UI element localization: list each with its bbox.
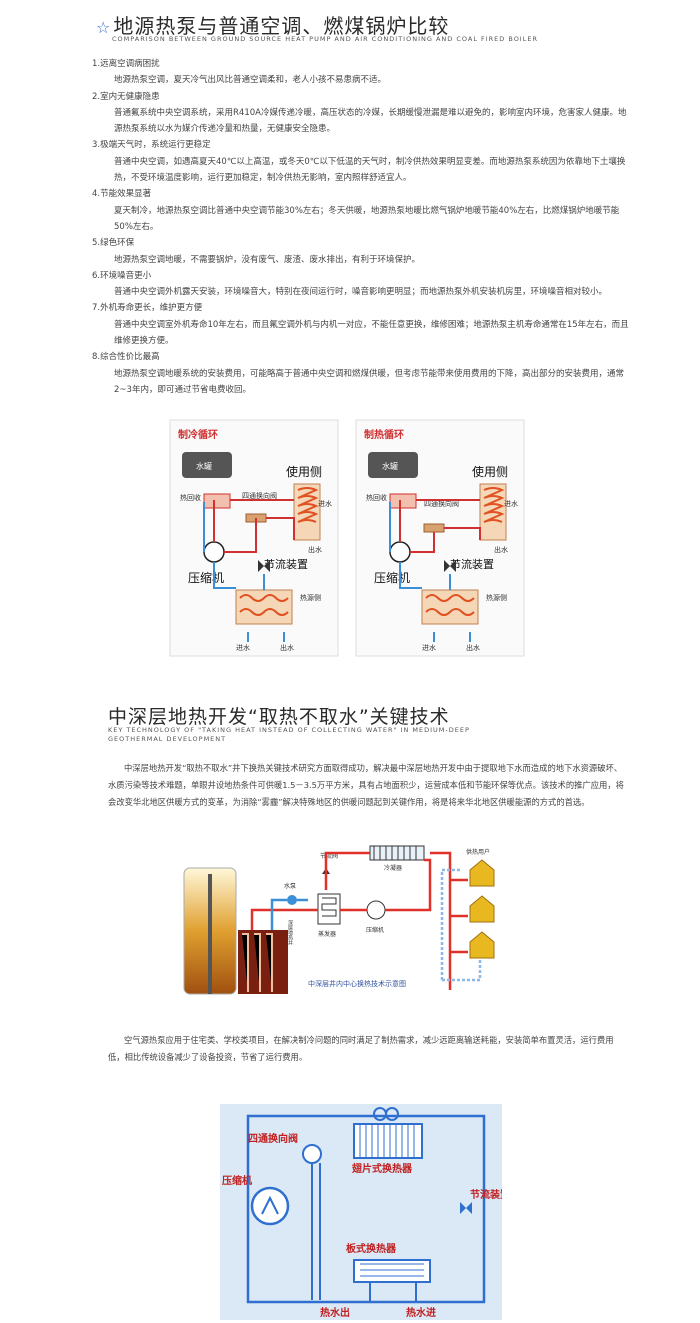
svg-text:进水: 进水 (318, 499, 332, 508)
throttle-valve-icon (258, 560, 270, 572)
diagram-caption: 中深层井内中心换热技术示意图 (308, 979, 406, 988)
heat-recovery-coil-icon (203, 493, 231, 509)
air-source-heat-pump-diagram: 翅片式换热器 四通换向阀 压缩机 节流装置 板式换热器 热水出 热水进 (220, 1104, 502, 1320)
svg-text:进水: 进水 (236, 643, 250, 652)
valve-label: 四通换向阀 (248, 1132, 298, 1145)
evaporator-label: 蒸发器 (318, 930, 336, 938)
star-icon: ☆ (96, 18, 112, 37)
four-way-valve-icon (423, 523, 445, 533)
svg-text:出水: 出水 (494, 545, 508, 554)
heat-pump-cycle-diagram: 制冷循环 水罐 热回收 四通换向阀 使用侧 进水 出水 压缩机 节流装置 热源侧… (169, 419, 525, 657)
user-side-label: 使用侧 (472, 464, 508, 479)
throttle-valve-icon (444, 560, 456, 572)
list-item: 6.环境噪音更小普通中央空调外机露天安装，环境噪音大，特别在夜间运行时，噪音影响… (92, 270, 608, 298)
list-item: 3.极端天气时，系统运行更稳定普通中央空调，如遇高夏天40℃以上高温，或冬天0℃… (92, 140, 626, 184)
section1-title: ☆地源热泵与普通空调、燃煤锅炉比较 (96, 14, 450, 38)
section2-subtitle: KEY TECHNOLOGY OF "TAKING HEAT INSTEAD O… (108, 726, 470, 743)
svg-text:出水: 出水 (280, 643, 294, 652)
heating-cycle-title: 制热循环 (364, 428, 404, 441)
compressor-label: 压缩机 (222, 1174, 252, 1187)
svg-text:水罐: 水罐 (196, 461, 212, 471)
fin-exchanger-label: 翅片式换热器 (352, 1162, 413, 1175)
section2-title: 中深层地热开发“取热不取水”关键技术 (108, 706, 450, 728)
water-tank-icon (182, 452, 232, 478)
heat-recovery-label: 热回收 (366, 493, 387, 502)
fan-icon (373, 1107, 399, 1121)
well-label: 深层地热井 (287, 919, 293, 946)
compressor-icon (203, 541, 225, 563)
four-way-valve-icon (302, 1144, 322, 1164)
throttle-icon (460, 1202, 472, 1214)
list-item: 4.节能效果显著夏天制冷，地源热泵空调比普通中央空调节能30%左右；冬天供暖，地… (92, 189, 620, 232)
compressor-label: 压缩机 (188, 570, 224, 585)
list-item: 1.远离空调病困扰地源热泵空调，夏天冷气出风比普通空调柔和，老人小孩不易患病不适… (92, 59, 387, 86)
throttle-label: 节流装置 (264, 557, 308, 571)
heat-source-label: 热源侧 (486, 593, 507, 602)
valve-label: 四通换向阀 (242, 491, 277, 500)
compressor-icon (366, 900, 386, 920)
fin-exchanger-icon (353, 1123, 423, 1159)
valve-label: 四通换向阀 (424, 499, 459, 508)
section1-subtitle: COMPARISON BETWEEN GROUND SOURCE HEAT PU… (112, 35, 538, 43)
house-icon (469, 931, 495, 959)
cooling-cycle-title: 制冷循环 (178, 428, 218, 441)
list-item: 5.绿色环保地源热泵空调地暖，不需要锅炉，没有废气、废渣、废水排出，有利于环境保… (92, 238, 421, 265)
section3-paragraph: 空气源热泵应用于住宅类、学校类项目，在解决制冷问题的同时满足了制热需求，减少远距… (108, 1035, 614, 1062)
svg-text:水罐: 水罐 (382, 461, 398, 471)
hot-water-in-label: 热水进 (406, 1306, 436, 1319)
compressor-icon (250, 1186, 290, 1226)
svg-text:进水: 进水 (422, 643, 436, 652)
comparison-list: 1.远离空调病困扰地源热泵空调，夏天冷气出风比普通空调柔和，老人小孩不易患病不适… (92, 56, 632, 398)
user-side-label: 使用侧 (286, 464, 322, 479)
geothermal-diagram: 深层地热井 水泵 蒸发器 压缩机 冷凝器 节流阀 供热用户 中深层井内中心换热技… (183, 845, 495, 995)
throttle-label: 节流装置 (450, 557, 494, 571)
cooling-cycle-panel: 制冷循环 水罐 热回收 四通换向阀 使用侧 进水 出水 压缩机 节流装置 热源侧… (169, 419, 339, 657)
section2-paragraph: 中深层地热开发“取热不取水”井下换热关键技术研究方面取得成功，解决最中深层地热开… (108, 763, 624, 807)
heating-users-label: 供热用户 (466, 848, 490, 856)
heat-recovery-label: 热回收 (180, 493, 201, 502)
water-pump-icon (287, 895, 297, 905)
svg-text:出水: 出水 (308, 545, 322, 554)
plate-exchanger-label: 板式换热器 (346, 1242, 397, 1255)
house-icon (469, 895, 495, 923)
plate-exchanger-icon (353, 1259, 431, 1283)
heat-recovery-coil-icon (389, 493, 417, 509)
water-pump-label: 水泵 (284, 882, 296, 890)
compressor-label: 压缩机 (374, 570, 410, 585)
heat-source-exchanger-icon (235, 589, 293, 625)
water-tank-icon (368, 452, 418, 478)
svg-text:出水: 出水 (466, 643, 480, 652)
compressor-label: 压缩机 (366, 926, 384, 934)
condenser-label: 冷凝器 (384, 864, 402, 872)
house-icon (469, 859, 495, 887)
throttle-valve-label: 节流阀 (320, 852, 338, 860)
list-item: 7.外机寿命更长，维护更方便普通中央空调室外机寿命10年左右，而且氟空调外机与内… (92, 303, 629, 347)
compressor-icon (389, 541, 411, 563)
list-item: 8.综合性价比最高地源热泵空调地暖系统的安装费用，可能略高于普通中央空调和燃煤供… (92, 352, 625, 395)
svg-text:进水: 进水 (504, 499, 518, 508)
hot-water-out-label: 热水出 (320, 1306, 350, 1319)
heat-source-label: 热源侧 (300, 593, 321, 602)
list-item: 2.室内无健康隐患普通氟系统中央空调系统，采用R410A冷媒传递冷暖，高压状态的… (92, 91, 627, 135)
heating-cycle-panel: 制热循环 水罐 热回收 四通换向阀 使用侧 进水 出水 压缩机 节流装置 热源侧… (355, 419, 525, 657)
throttle-label: 节流装置 (470, 1188, 502, 1201)
